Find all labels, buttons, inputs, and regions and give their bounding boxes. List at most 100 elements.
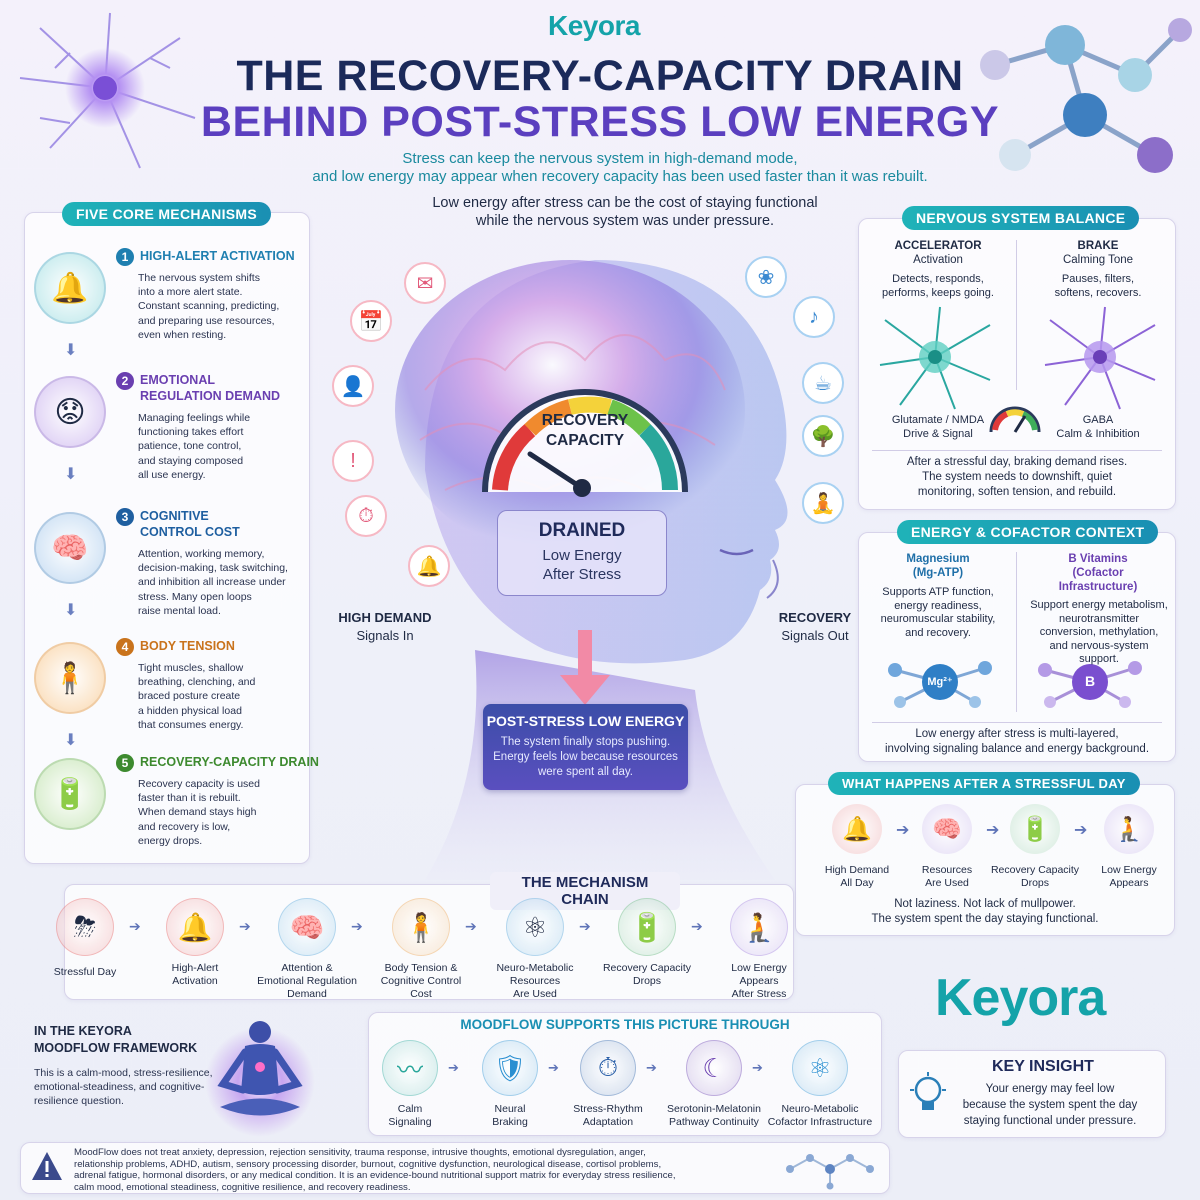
- alarm-bell-icon: 🔔: [408, 545, 450, 587]
- mechanism-text-line: decision-making, task switching,: [138, 562, 288, 575]
- wave-signal-icon: 〰: [382, 1040, 438, 1096]
- disclaimer-line: calm mood, emotional steadiness, cogniti…: [74, 1181, 411, 1193]
- mechanism-title-4: BODY TENSION: [140, 639, 235, 653]
- down-arrow-icon: ⬇: [64, 342, 78, 359]
- accelerator-desc1: Detects, responds,: [892, 273, 984, 285]
- envelope-icon: ✉: [404, 262, 446, 304]
- framework-text-line: This is a calm-mood, stress-resilience,: [34, 1067, 213, 1079]
- chain-step-label: Drops: [632, 975, 661, 987]
- brake-title: BRAKE: [1077, 240, 1119, 252]
- moodflow-item-label: Calm: [397, 1103, 423, 1115]
- bvitamin-symbol: B: [1084, 673, 1096, 689]
- drained-box: [497, 510, 667, 596]
- brake-desc1: Pauses, filters,: [1061, 273, 1135, 285]
- balance-footer2: The system needs to downshift, quiet: [922, 471, 1112, 483]
- bvitamins-text-line: and nervous-system: [1049, 639, 1149, 652]
- moodflow-item-sublabel: Braking: [492, 1116, 528, 1128]
- bvitamins-title: B Vitamins: [1068, 553, 1128, 565]
- chain-step-label: Are Used: [513, 988, 557, 1000]
- chain-step-label: High-Alert: [171, 962, 219, 974]
- disclaimer-line: relationship problems, ADHD, autism, sen…: [74, 1158, 662, 1170]
- after-step-sublabel: All Day: [840, 877, 874, 889]
- chain-step-label: Low Energy: [731, 962, 787, 974]
- after-step-label: High Demand: [824, 864, 890, 876]
- bvitamins-title3: Infrastructure): [1058, 581, 1138, 593]
- mechanism-text-line: stress. Many open loops: [138, 590, 252, 603]
- chain-step-label: Resources: [509, 975, 561, 987]
- mechanism-number-5: 5: [116, 754, 134, 772]
- right-arrow-icon: ➔: [548, 1060, 559, 1075]
- chain-step-label: Cognitive Control: [380, 975, 462, 987]
- mechanism-text-line: Tight muscles, shallow: [138, 662, 244, 674]
- battery-low-icon: 🔋: [618, 898, 676, 956]
- meditation-icon: 🧘: [802, 482, 844, 524]
- bvitamins-title2: (Cofactor: [1072, 567, 1124, 579]
- moodflow-item-sublabel: Signaling: [388, 1116, 432, 1128]
- mechanism-number-1: 1: [116, 248, 134, 266]
- magnesium-molecule-icon: [888, 661, 992, 708]
- mechanism-text-line: faster than it is rebuilt.: [138, 792, 241, 805]
- warning-icon: [32, 1152, 62, 1180]
- magnesium-text-line: energy readiness,: [894, 599, 982, 612]
- mechanism-text-line: braced posture create: [138, 690, 241, 703]
- after-step-sublabel: Drops: [1020, 877, 1049, 889]
- chain-step-label: Appears: [739, 975, 779, 987]
- magnesium-text-line: and recovery.: [905, 626, 971, 639]
- after-step-label: Low Energy: [1101, 864, 1157, 876]
- bvitamins-text-line: Support energy metabolism,: [1030, 599, 1168, 611]
- moon-icon: ☾: [686, 1040, 742, 1096]
- right-arrow-icon: ➔: [646, 1060, 657, 1075]
- energy-panel: [858, 532, 1176, 762]
- drained-line2: After Stress: [542, 566, 622, 583]
- recovery-label: RECOVERY: [778, 610, 852, 625]
- after-footer1: Not laziness. Not lack of mullpower.: [894, 898, 1076, 910]
- right-arrow-icon: ➔: [986, 822, 1000, 839]
- tired-person-icon: 🧎: [730, 898, 788, 956]
- mechanism-number-4: 4: [116, 638, 134, 656]
- right-arrow-icon: ➔: [465, 918, 477, 934]
- glutamate-label: Glutamate / NMDA: [891, 414, 985, 426]
- framework-title1: IN THE KEYORA: [34, 1024, 132, 1038]
- brain-icon: 🧠: [34, 512, 106, 584]
- mechanism-number-2: 2: [116, 372, 134, 390]
- page-title-line1: THE RECOVERY-CAPACITY DRAIN: [236, 52, 964, 100]
- music-note-icon: ♪: [793, 296, 835, 338]
- chain-step-label: Recovery Capacity: [602, 962, 692, 974]
- chain-step-label: Activation: [172, 975, 218, 987]
- mechanism-text-line: that consumes energy.: [138, 718, 244, 731]
- mechanism-text-line: patience, tone control,: [138, 440, 242, 453]
- accelerator-title: ACCELERATOR: [894, 240, 982, 252]
- disclaimer-line: adrenal fatigue, hormonal disorders, or …: [74, 1170, 676, 1181]
- mechanism-text-line: When demand stays high: [138, 806, 257, 819]
- drained-title: DRAINED: [538, 520, 626, 541]
- clock-icon: ⏱: [580, 1040, 636, 1096]
- down-arrow-icon: ⬇: [64, 732, 78, 749]
- bvitamin-molecule-icon: [1038, 661, 1142, 708]
- neuron-illustration-left: [19, 12, 196, 169]
- insight-line1: Your energy may feel low: [985, 1083, 1115, 1095]
- teal-neuron-icon: [879, 306, 991, 410]
- right-arrow-icon: ➔: [448, 1060, 459, 1075]
- lotus-icon: ❀: [745, 256, 787, 298]
- mechanism-text-line: Attention, working memory,: [138, 548, 265, 560]
- brain-icon: 🧠: [922, 804, 972, 854]
- right-arrow-icon: ➔: [691, 918, 703, 934]
- shield-check-icon: 🛡: [482, 1040, 538, 1096]
- balance-panel: [858, 218, 1176, 510]
- magnesium-text-line: neuromuscular stability,: [880, 613, 996, 625]
- subtitle-line1: Stress can keep the nervous system in hi…: [402, 150, 798, 167]
- battery-icon: 🔋: [1010, 804, 1060, 854]
- mechanism-text-line: all use energy.: [138, 468, 206, 481]
- tired-person-icon: 🧎: [1104, 804, 1154, 854]
- disclaimer-line: MoodFlow does not treat anxiety, depress…: [74, 1147, 646, 1158]
- glutamate-sub: Drive & Signal: [903, 428, 973, 440]
- brand-logo-bottom: Keyora: [935, 969, 1106, 1027]
- chain-step-label: Cost: [410, 988, 432, 1000]
- alert-icon: !: [332, 440, 374, 482]
- stopwatch-icon: ⏱: [345, 495, 387, 537]
- post-stress-line2: Energy feels low because resources: [493, 751, 678, 763]
- bvitamins-text-line: neurotransmitter: [1058, 612, 1140, 625]
- gauge-label-line2: CAPACITY: [545, 432, 625, 449]
- tea-cup-icon: ☕: [802, 362, 844, 404]
- storm-cloud-icon: ⛈: [56, 898, 114, 956]
